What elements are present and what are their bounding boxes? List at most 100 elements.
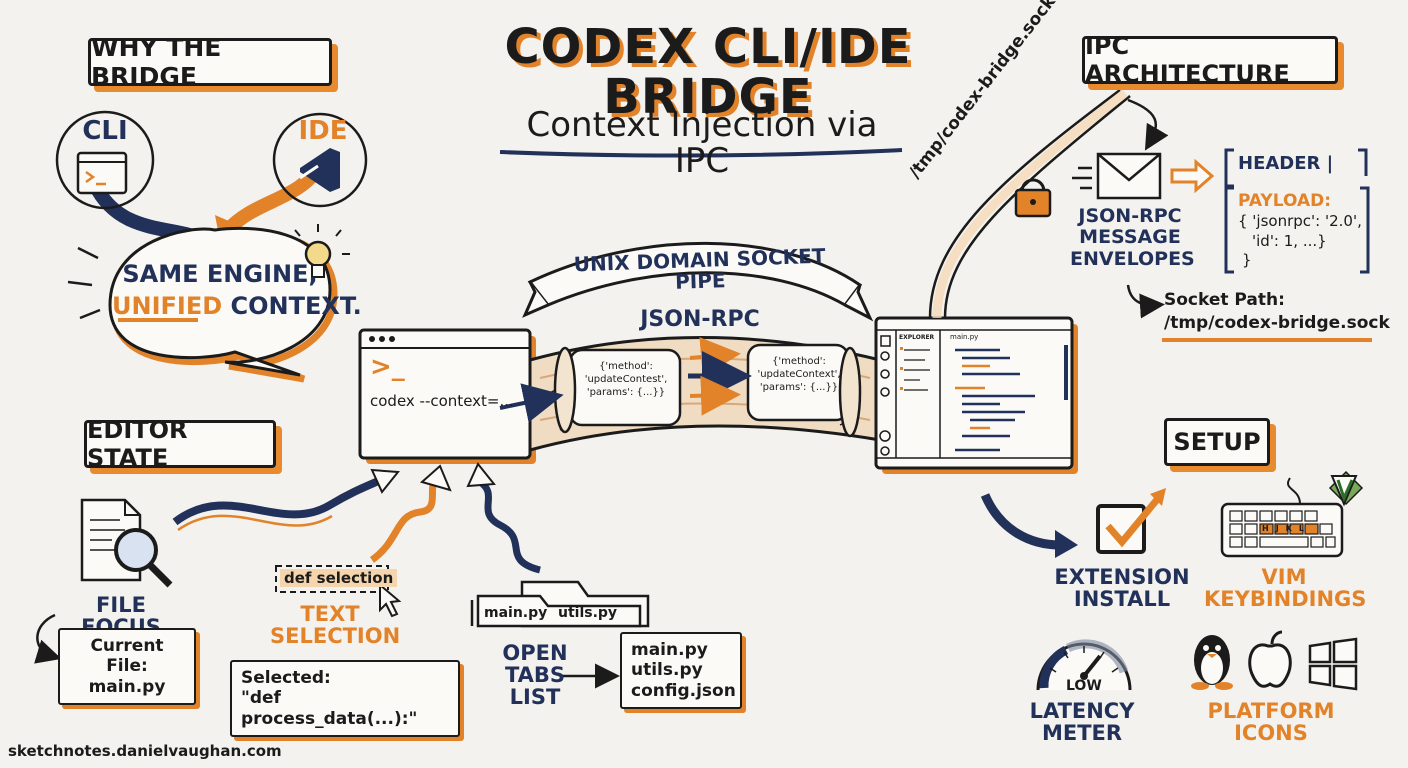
vim-keys-text: HJKL (1262, 524, 1311, 533)
payload-line-3: } (1242, 251, 1252, 270)
open-tab-item: config.json (631, 680, 736, 701)
bubble-line-2: UNIFIED CONTEXT. (112, 293, 362, 319)
platform-line: PLATFORM (1207, 699, 1335, 723)
vim-line: VIM (1261, 565, 1307, 589)
checkbox-check-icon (1096, 488, 1166, 554)
envelope-label-line: JSON-RPC (1078, 205, 1182, 227)
why-heading: WHY THE BRIDGE (91, 33, 222, 91)
open-tabs-line: LIST (509, 685, 561, 710)
tab-main-py: main.py (484, 605, 548, 621)
vim-logo-icon (1328, 470, 1364, 507)
envelope-label: JSON-RPC MESSAGE ENVELOPES (1070, 205, 1195, 270)
main-title: CODEX CLI/IDE BRIDGE (504, 19, 912, 126)
tab-utils-py: utils.py (558, 605, 618, 621)
bubble-context: CONTEXT. (230, 292, 362, 320)
platform-icons-label: PLATFORM ICONS (1206, 700, 1336, 744)
msg2-line: {'method': (772, 356, 826, 367)
envelope-to-payload-arrow (1170, 158, 1215, 194)
lock-icon (1014, 178, 1052, 218)
linux-tux-icon (1191, 635, 1233, 690)
setup-heading-box: SETUP (1164, 418, 1270, 466)
envelope-icon (1072, 152, 1162, 200)
current-file-note: Current File: main.py (58, 628, 196, 706)
terminal-prompt: >_ (370, 352, 405, 382)
terminal-command: codex --context=... (370, 392, 514, 410)
current-file-line: Current File: (90, 636, 164, 677)
open-tab-item: main.py (631, 640, 708, 660)
codex-terminal-window (358, 328, 536, 464)
selected-line: "def process_data(...):" (241, 688, 418, 729)
ipc-heading: IPC ARCHITECTURE (1085, 32, 1290, 88)
msg1-line: {'method': (599, 361, 653, 372)
socket-pipe (499, 336, 882, 452)
payload-line-1: { 'jsonrpc': '2.0', (1238, 212, 1362, 231)
ipc-heading-box: IPC ARCHITECTURE (1082, 32, 1338, 88)
json-rpc-label: JSON-RPC (640, 307, 760, 332)
msg1-line: 'updateContest', (584, 374, 668, 385)
payload-block: PAYLOAD: { 'jsonrpc': '2.0', 'id': 1, ..… (1238, 190, 1362, 271)
envelope-label-line: ENVELOPES (1070, 247, 1195, 270)
current-file-line: main.py (88, 676, 166, 697)
file-tabs-icon (470, 580, 650, 628)
def-selection-tag: def selection (280, 569, 398, 587)
ide-sidebar-title: EXPLORER (899, 334, 935, 341)
mouse-cursor-icon (379, 582, 402, 618)
socket-path-label: Socket Path: (1164, 290, 1285, 310)
ide-label: IDE (298, 116, 348, 146)
payload-label: PAYLOAD: (1238, 191, 1332, 211)
cli-label: CLI (82, 116, 128, 146)
main-subtitle: Context Injection via IPC (526, 105, 878, 181)
latency-line: METER (1041, 721, 1123, 746)
setup-swoosh-arrow (980, 493, 1061, 550)
latency-value: LOW (1066, 678, 1102, 694)
bubble-line-1: SAME ENGINE, (122, 260, 318, 288)
msg2-line: 'params': {...}} (759, 382, 839, 393)
vim-keybindings-label: VIM KEYBINDINGS (1204, 565, 1367, 612)
latency-line: LATENCY (1029, 699, 1135, 723)
open-tabs-line: OPEN TABS (502, 641, 568, 688)
apple-icon (1248, 630, 1292, 688)
pipe-banner-ribbon (522, 241, 874, 322)
msg1-line: 'params': {...}} (586, 387, 666, 398)
pipe-message-1: {'method': 'updateContest', 'params': {.… (576, 360, 676, 399)
editor-state-heading-box: EDITOR STATE (84, 416, 276, 472)
vim-line: KEYBINDINGS (1204, 587, 1367, 612)
latency-gauge (1036, 639, 1132, 691)
ide-editor-tab: main.py (950, 333, 979, 341)
socket-path-value: /tmp/codex-bridge.sock (1164, 313, 1390, 333)
pipe-message-2: {'method': 'updateContext', 'params': {.… (752, 355, 846, 394)
text-selection-label: TEXT SELECTION (270, 602, 401, 649)
selected-text-note: Selected: "def process_data(...):" (230, 660, 460, 738)
payload-line-2: 'id': 1, ...} (1252, 231, 1327, 250)
extension-line: INSTALL (1073, 587, 1171, 612)
file-magnifier-icon (80, 498, 173, 588)
header-label: HEADER | (1238, 153, 1334, 174)
latency-meter-label: LATENCY METER (1022, 700, 1142, 744)
lightbulb-icon (294, 224, 350, 278)
open-tabs-label: OPEN TABS LIST (470, 642, 600, 708)
speech-bubble (67, 226, 338, 383)
socket-cable (928, 89, 1131, 319)
file-focus-arrow (172, 474, 387, 526)
windows-icon (1308, 637, 1358, 691)
setup-heading: SETUP (1173, 428, 1261, 456)
terminal-window-icon (76, 151, 128, 195)
selected-line: Selected: (241, 668, 331, 688)
footer-credit: sketchnotes.danielvaughan.com (8, 742, 282, 760)
msg2-line: 'updateContext', (757, 369, 841, 380)
keyboard-icon (1220, 477, 1344, 558)
ide-window (874, 316, 1078, 474)
text-selection-arrow (369, 477, 439, 563)
text-selection-line: TEXT (300, 602, 360, 626)
open-tabs-arrow (477, 479, 541, 574)
platform-line: ICONS (1234, 721, 1308, 746)
envelope-label-line: MESSAGE (1079, 226, 1181, 249)
text-selection-line: SELECTION (270, 624, 401, 649)
extension-line: EXTENSION (1054, 565, 1190, 589)
why-heading-box: WHY THE BRIDGE (88, 33, 332, 91)
open-tabs-note: main.py utils.py config.json (620, 632, 742, 710)
extension-install-label: EXTENSION INSTALL (1052, 566, 1192, 610)
vscode-icon (299, 148, 340, 192)
